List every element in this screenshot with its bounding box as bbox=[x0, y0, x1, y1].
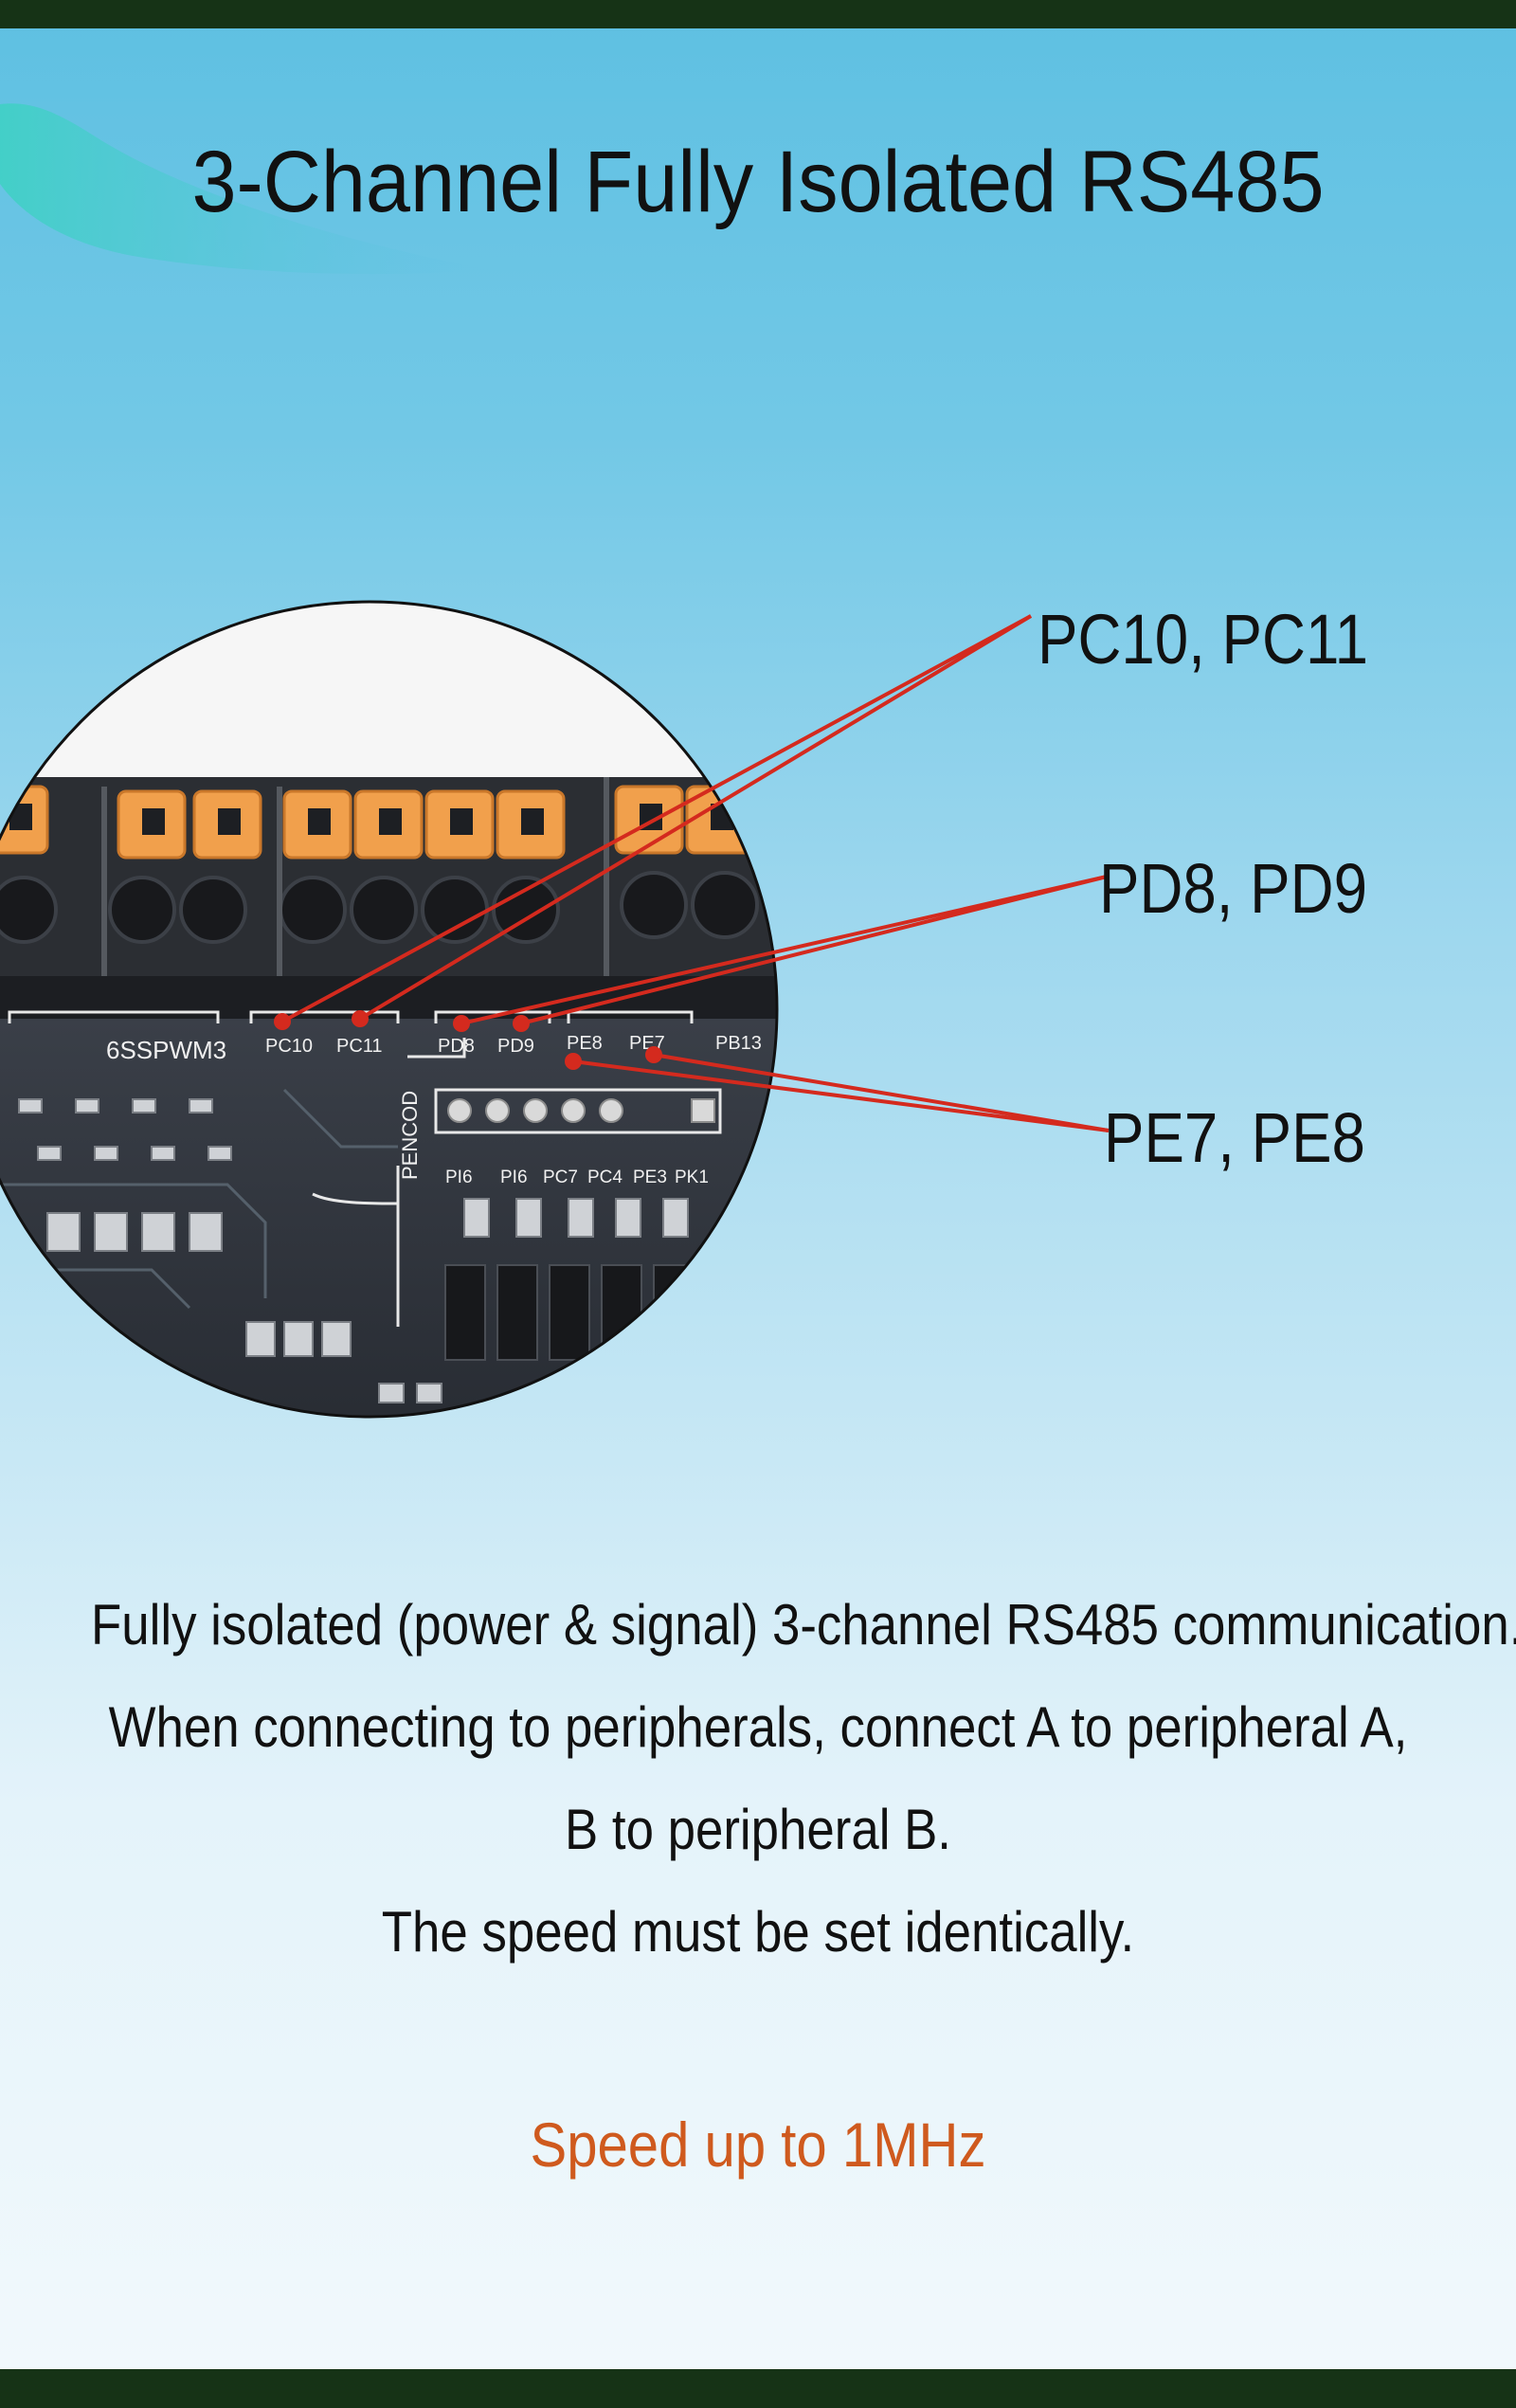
pcb-pin-labels: PC10 PC11 PD8 PD9 PE8 PE7 PB13 6SSPWM3 P… bbox=[106, 1033, 762, 1187]
svg-text:PC4: PC4 bbox=[587, 1168, 623, 1187]
callout-pc-label: PC10, PC11 bbox=[1038, 600, 1369, 679]
page-title: 3-Channel Fully Isolated RS485 bbox=[191, 134, 1325, 230]
description-line-3: B to peripheral B. bbox=[565, 1798, 951, 1861]
bottom-border-band bbox=[0, 2369, 1516, 2408]
svg-text:PI6: PI6 bbox=[500, 1168, 528, 1187]
svg-text:PI6: PI6 bbox=[445, 1168, 473, 1187]
callout-leader-lines bbox=[281, 614, 1110, 1132]
svg-text:PB13: PB13 bbox=[715, 1033, 762, 1054]
speed-highlight: Speed up to 1MHz bbox=[530, 2109, 986, 2180]
description-line-2: When connecting to peripherals, connect … bbox=[108, 1695, 1408, 1759]
description-line-4: The speed must be set identically. bbox=[381, 1900, 1135, 1964]
zoom-lens-ring bbox=[0, 600, 779, 1419]
svg-text:PC11: PC11 bbox=[336, 1036, 383, 1057]
svg-text:PC7: PC7 bbox=[543, 1168, 578, 1187]
svg-text:PENCOD: PENCOD bbox=[398, 1091, 422, 1180]
description-line-1: Fully isolated (power & signal) 3-channe… bbox=[91, 1593, 1516, 1657]
svg-text:PC10: PC10 bbox=[265, 1036, 313, 1057]
board-zoom-illustration: PC10 PC11 PD8 PD9 PE8 PE7 PB13 6SSPWM3 P… bbox=[0, 600, 1110, 1419]
svg-text:PD8: PD8 bbox=[438, 1036, 475, 1057]
svg-text:PK1: PK1 bbox=[675, 1168, 709, 1187]
svg-text:PD9: PD9 bbox=[497, 1036, 534, 1057]
svg-text:PE8: PE8 bbox=[567, 1033, 603, 1054]
teal-swoosh-decoration bbox=[0, 103, 493, 275]
callout-dots bbox=[274, 1010, 662, 1070]
svg-text:PE3: PE3 bbox=[633, 1168, 667, 1187]
top-border-band bbox=[0, 0, 1516, 28]
callout-pd-label: PD8, PD9 bbox=[1099, 849, 1367, 928]
callout-pe-label: PE7, PE8 bbox=[1104, 1098, 1365, 1177]
svg-text:6SSPWM3: 6SSPWM3 bbox=[106, 1036, 226, 1064]
